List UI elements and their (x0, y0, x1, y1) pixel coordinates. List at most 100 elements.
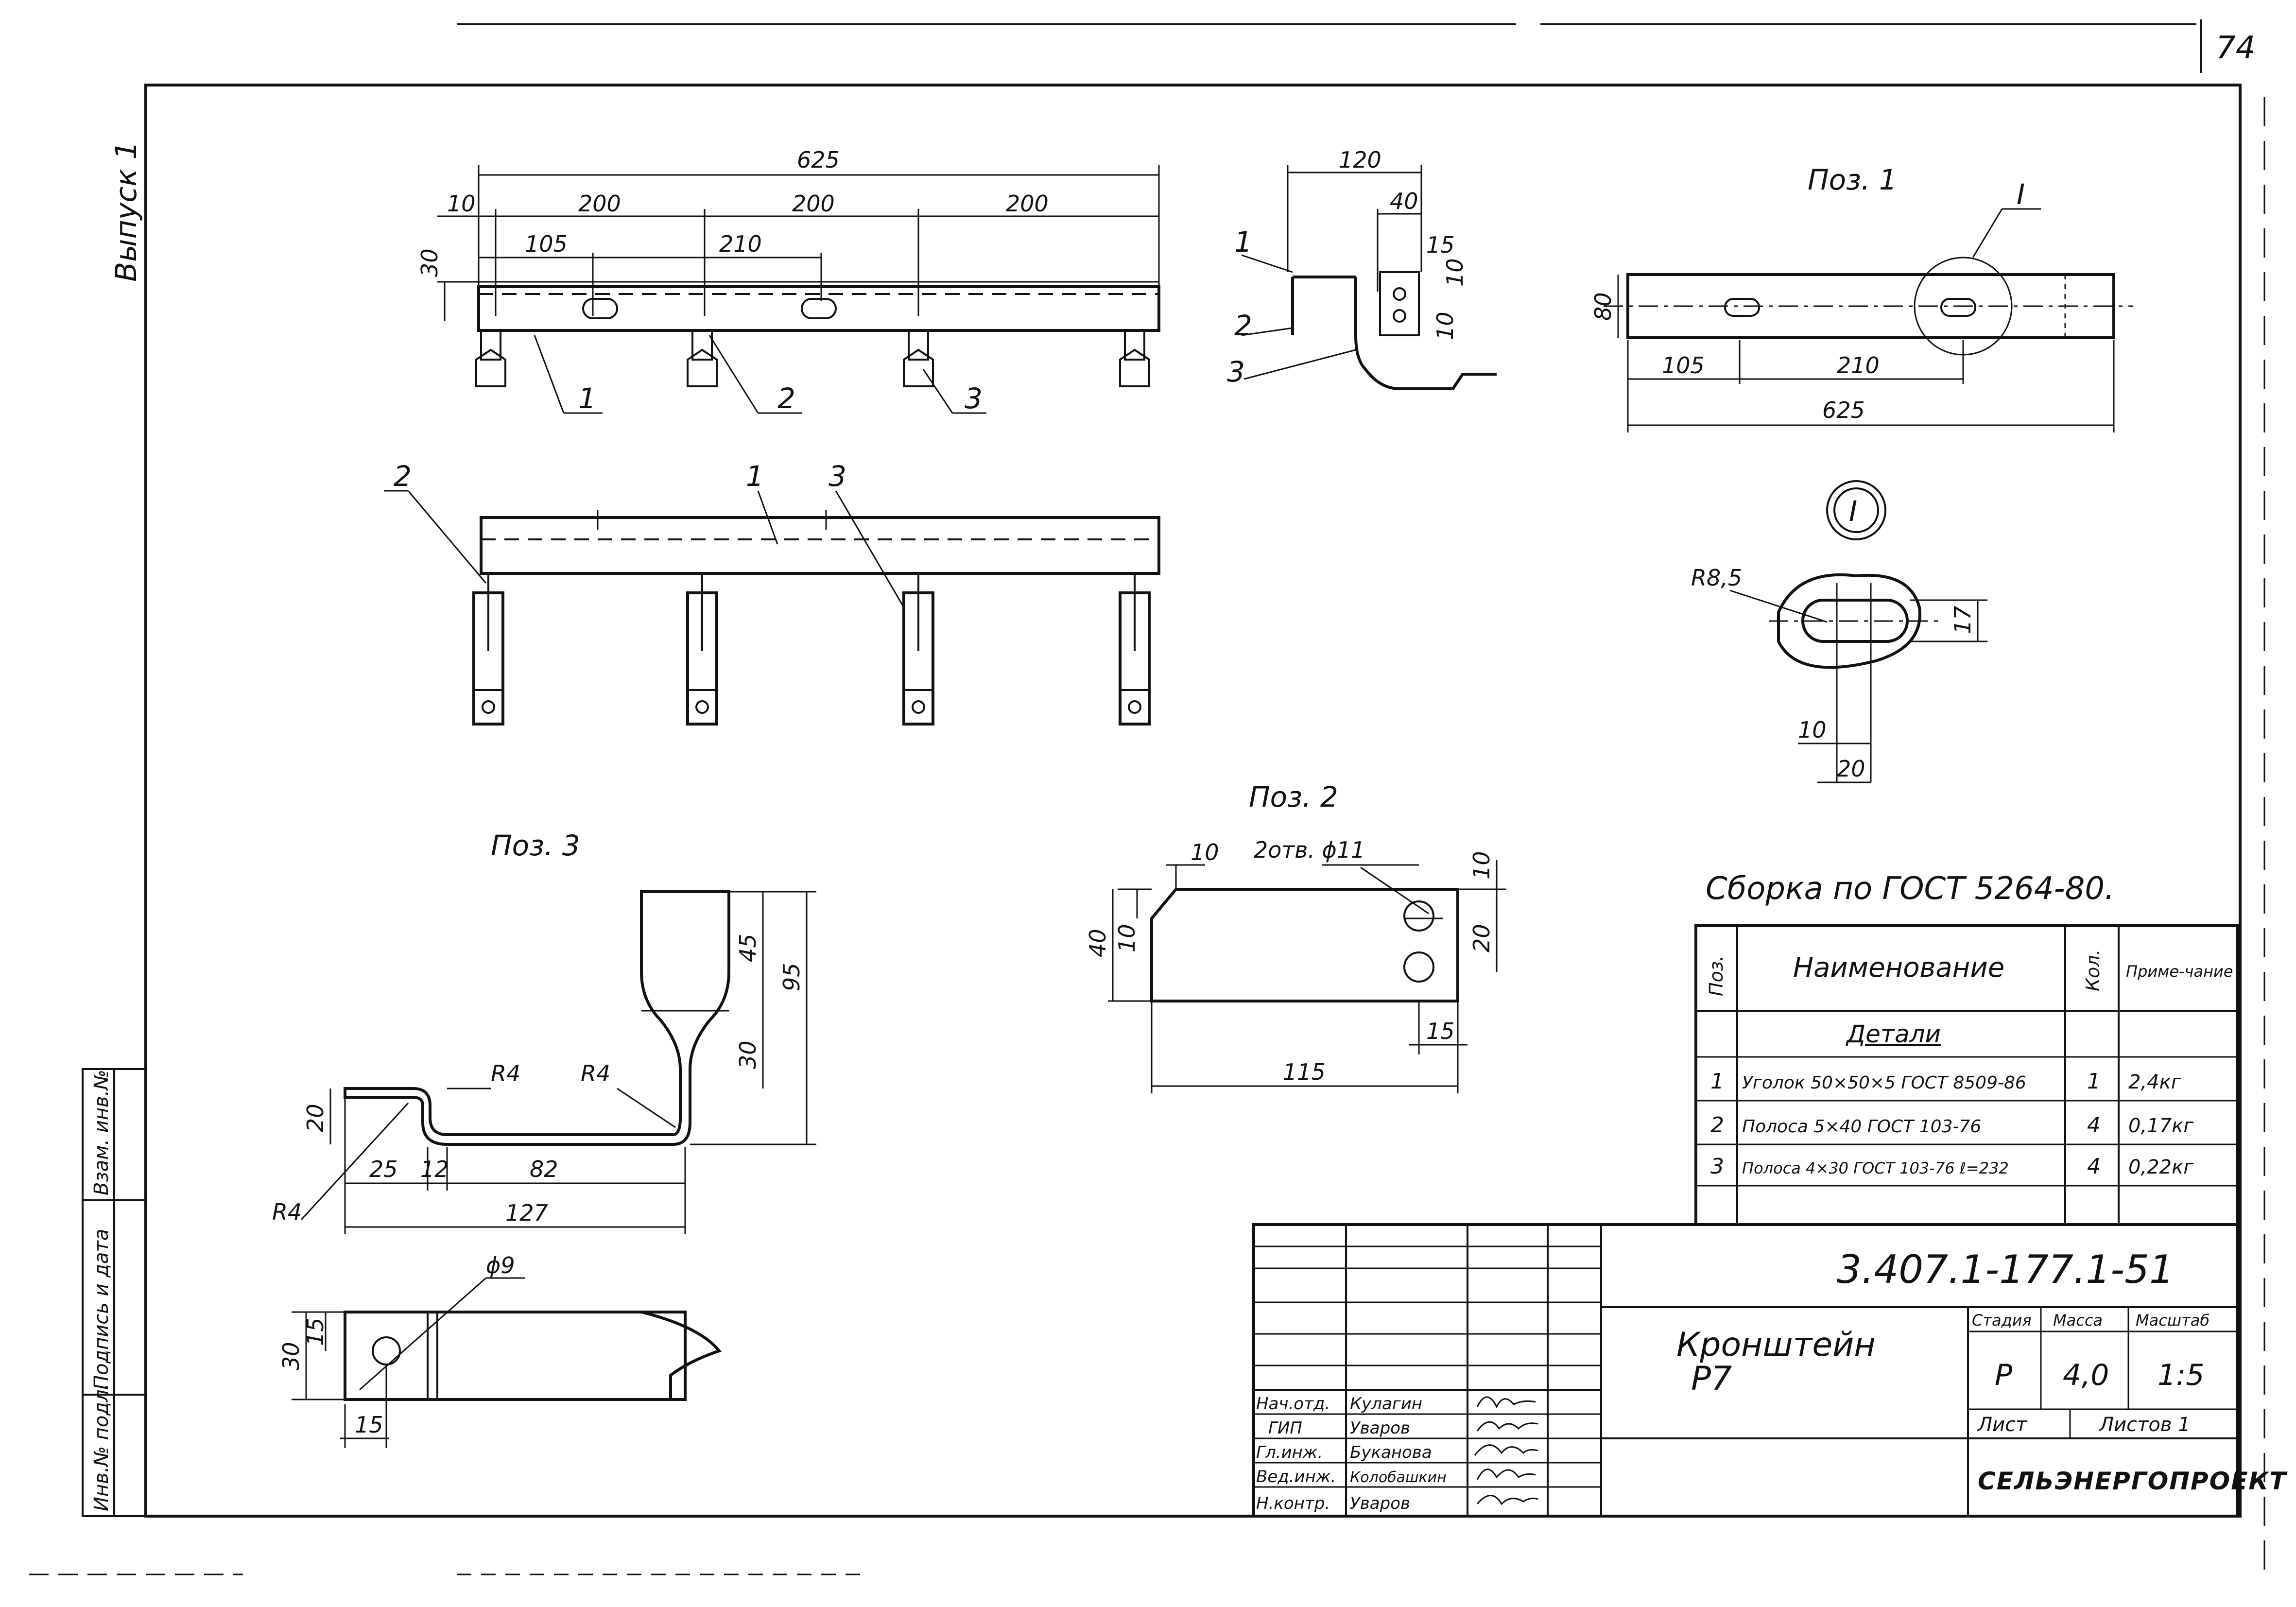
assembly-callout-3: 3 (965, 382, 983, 415)
signer-name-5: Уваров (1350, 1494, 1410, 1513)
assembly-front-view: 2 1 3 (384, 460, 1160, 726)
pos3-r2: R4 (581, 1060, 610, 1087)
assembly-top-view: 625 10 200 200 200 105 210 30 (416, 147, 1160, 415)
pos1-dim-105: 105 (1662, 352, 1705, 379)
pos3-dim-20: 20 (302, 1104, 328, 1132)
scale-value: 1:5 (2158, 1358, 2205, 1392)
signer-name-4: Колобашкин (1350, 1469, 1447, 1486)
pos1-dim-210: 210 (1837, 352, 1880, 379)
pos3-dim-127: 127 (505, 1200, 548, 1226)
col-mass: Масса (2053, 1311, 2103, 1330)
bom-title: Сборка по ГОСТ 5264-80. (1706, 871, 2114, 907)
pos3-dim-82: 82 (530, 1156, 558, 1182)
part-code: Р7 (1691, 1360, 1732, 1398)
side-label: Выпуск 1 (109, 141, 143, 282)
signer-role-4: Вед.инж. (1256, 1467, 1336, 1486)
pos2-dim-10c: 10 (1468, 851, 1495, 880)
left-stamp: Инв.№ подл. Подпись и дата Взам. инв.№ (82, 1068, 147, 1517)
pos3-dim-95: 95 (778, 963, 805, 991)
front-callout-1: 1 (746, 460, 764, 493)
bom-row2-pos: 2 (1710, 1113, 1724, 1138)
pos3-w15: 15 (355, 1412, 383, 1438)
pos2-dim-40: 40 (1085, 929, 1111, 957)
bom-row1-name: Уголок 50×50×5 ГОСТ 8509-86 (1742, 1073, 2026, 1093)
dim-seg2: 200 (792, 190, 835, 217)
stamp-inv: Инв.№ подл. (90, 1383, 113, 1511)
pos2-dim-10b: 10 (1114, 924, 1140, 952)
bom-header-name: Наименование (1793, 952, 2004, 984)
detail-dim-10: 10 (1798, 717, 1827, 743)
dim-seg3: 200 (1006, 190, 1049, 217)
bom-row3-note: 0,22кг (2128, 1156, 2194, 1178)
pos3-dia: ϕ9 (486, 1252, 515, 1279)
dim-pitch: 210 (719, 231, 762, 257)
pos3-dim-45: 45 (735, 933, 761, 962)
side-callout-3: 3 (1227, 355, 1245, 388)
pos2-dim-15: 15 (1426, 1018, 1455, 1044)
pos1-view: Поз. 1 I 80 105 210 625 (1590, 163, 2133, 432)
pos2-dim-115: 115 (1283, 1059, 1326, 1085)
bom-row3-name: Полоса 4×30 ГОСТ 103-76 ℓ=232 (1742, 1159, 2009, 1177)
detail-radius: R8,5 (1691, 565, 1742, 591)
signer-role-1: Нач.отд. (1256, 1394, 1330, 1414)
pos2-holes: 2отв. ϕ11 (1254, 837, 1365, 863)
dim-overall: 625 (797, 147, 840, 173)
bom-row1-qty: 1 (2087, 1069, 2101, 1094)
bom-row3-pos: 3 (1710, 1154, 1724, 1179)
signer-name-3: Буканова (1350, 1443, 1432, 1462)
side-view: 120 40 15 10 10 1 2 3 (1227, 147, 1497, 390)
front-callout-2: 2 (394, 460, 412, 493)
pos3-dim-30: 30 (735, 1040, 761, 1069)
pos3-r1: R4 (491, 1060, 520, 1087)
signer-role-3: Гл.инж. (1256, 1443, 1323, 1462)
signer-name-1: Кулагин (1350, 1394, 1422, 1414)
assembly-callout-1: 1 (578, 382, 596, 415)
pos3-h15: 15 (302, 1317, 328, 1346)
signatures (1474, 1396, 1538, 1505)
title-block: 3.407.1-177.1-51 Кронштейн Р7 Стадия Мас… (1252, 1223, 2287, 1518)
col-stage: Стадия (1972, 1311, 2032, 1330)
pos3-title: Поз. 3 (491, 829, 580, 862)
sheet-label: Лист (1977, 1414, 2028, 1436)
pos2-dim-10a: 10 (1191, 839, 1219, 865)
part-name: Кронштейн (1676, 1326, 1876, 1364)
stage-value: Р (1995, 1358, 2013, 1392)
bom-row2-qty: 4 (2087, 1113, 2101, 1138)
pos3-dim-25: 25 (369, 1156, 398, 1182)
detail-dim-20: 20 (1837, 756, 1865, 782)
sheet-frame (144, 84, 2242, 1518)
col-scale: Масштаб (2136, 1311, 2210, 1330)
detail-mark: I (1849, 495, 1857, 528)
side-callout-2: 2 (1234, 309, 1252, 342)
pos3-h30: 30 (278, 1342, 304, 1370)
dim-left: 10 (447, 190, 476, 217)
bom-row2-note: 0,17кг (2128, 1115, 2194, 1137)
bom-row2-name: Полоса 5×40 ГОСТ 103-76 (1742, 1117, 1981, 1137)
side-dim-10a: 10 (1442, 258, 1468, 287)
signer-role-5: Н.контр. (1256, 1494, 1330, 1513)
page-number: 74 (2216, 30, 2255, 66)
bom-row1-pos: 1 (1710, 1069, 1724, 1094)
dim-hole1: 105 (525, 231, 568, 257)
pos3-r3: R4 (272, 1199, 302, 1225)
bom-header-qty: Кол. (2082, 949, 2104, 991)
bom-header-note: Приме-чание (2126, 962, 2233, 981)
detail-I: I 17 R8,5 10 20 (1691, 480, 1987, 783)
pos2-dim-20: 20 (1468, 924, 1495, 952)
pos2-view: Поз. 2 2отв. ϕ11 10 40 10 10 20 15 115 (1085, 780, 1506, 1093)
sheets-label: Листов 1 (2098, 1414, 2191, 1436)
signer-name-2: Уваров (1350, 1418, 1410, 1438)
assembly-callout-2: 2 (777, 382, 795, 415)
side-dim-15: 15 (1426, 232, 1455, 258)
bom-header-pos: Поз. (1706, 955, 1727, 996)
pos1-section-mark: I (2017, 178, 2025, 211)
mass-value: 4,0 (2063, 1358, 2109, 1392)
stamp-replace: Взам. инв.№ (90, 1070, 113, 1195)
pos3-dim-12: 12 (420, 1156, 449, 1182)
pos1-dim-625: 625 (1822, 397, 1865, 423)
pos3-view: Поз. 3 25 12 82 127 95 45 30 20 R4 R4 R4 (272, 829, 816, 1448)
side-dim-40: 40 (1390, 188, 1418, 214)
pos2-title: Поз. 2 (1249, 780, 1338, 813)
bom-table: Сборка по ГОСТ 5264-80. Поз. Наименовани… (1694, 871, 2239, 1226)
